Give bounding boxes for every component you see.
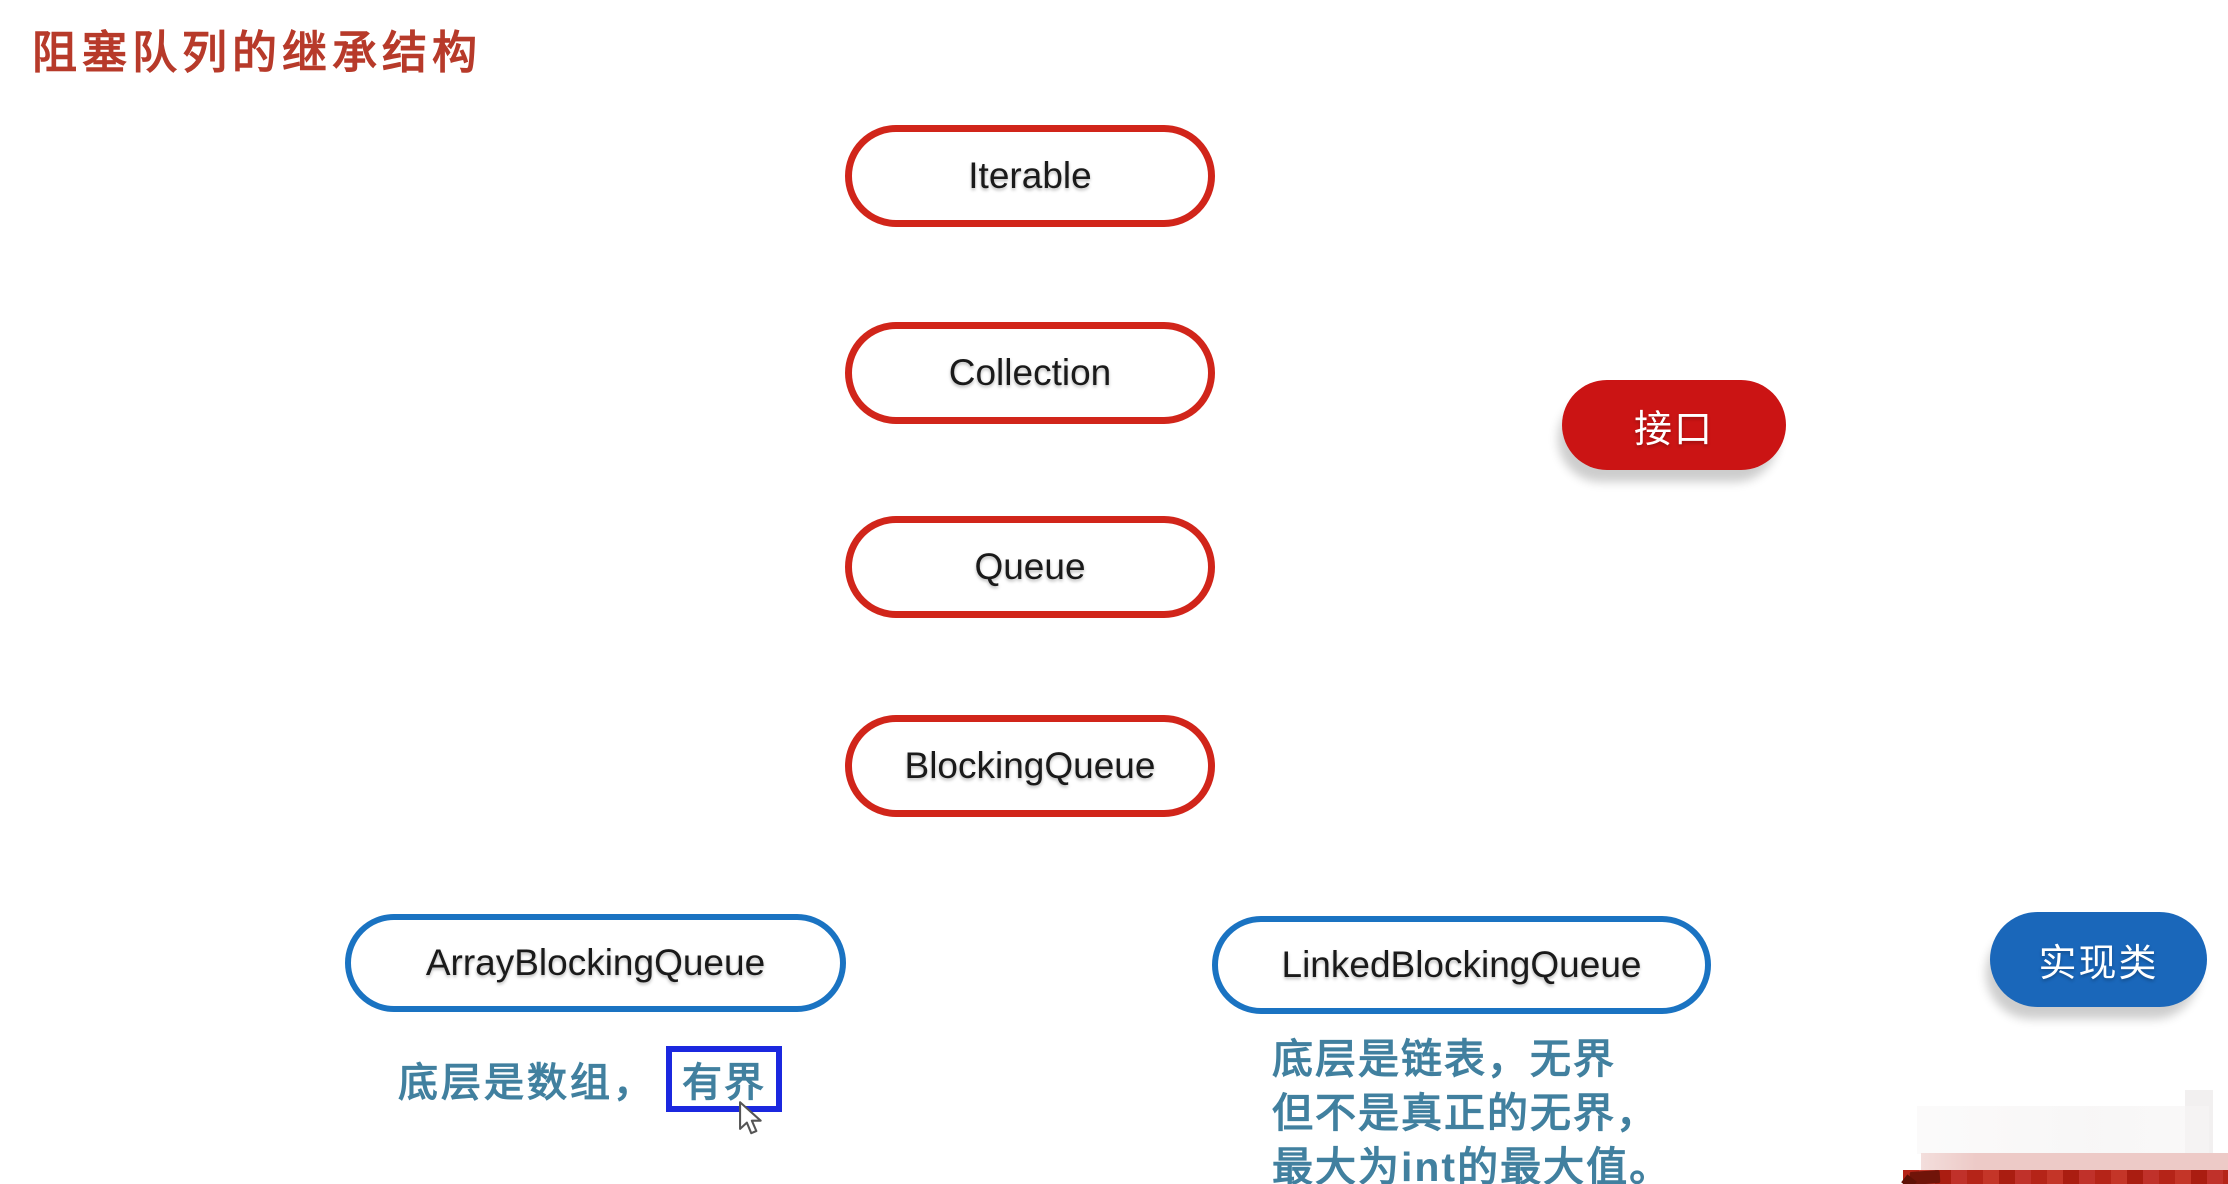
watermark-gray-band [1917, 1106, 2209, 1154]
watermark-pink-band [1921, 1153, 2228, 1171]
impl-pill-label: ArrayBlockingQueue [425, 942, 766, 983]
interface-legend-label: 接口 [1633, 408, 1714, 451]
array-note-text: 底层是数组， [398, 1061, 656, 1105]
interface-pill-label: Queue [974, 546, 1086, 587]
interface-pill-label: BlockingQueue [904, 745, 1156, 786]
impl-pill-label: LinkedBlockingQueue [1281, 944, 1642, 985]
interface-pill-queue: Queue [845, 516, 1215, 618]
linked-note-line-1: 底层是链表，无界 [1272, 1036, 1616, 1082]
array-note: 底层是数组， 有界 [398, 1046, 782, 1112]
interface-pill-blockingqueue: BlockingQueue [845, 715, 1215, 817]
linked-note-line-2: 但不是真正的无界， [1272, 1090, 1659, 1136]
page-title: 阻塞队列的继承结构 [32, 27, 483, 78]
watermark-red-band [1903, 1170, 2228, 1184]
interface-legend-badge: 接口 [1562, 380, 1786, 470]
interface-pill-label: Collection [948, 352, 1112, 393]
interface-pill-collection: Collection [845, 322, 1215, 424]
mouse-cursor-icon [739, 1101, 762, 1135]
interface-pill-iterable: Iterable [845, 125, 1215, 227]
impl-pill-arrayblockingqueue: ArrayBlockingQueue [345, 914, 846, 1012]
linked-note: 底层是链表，无界 但不是真正的无界， 最大为int的最大值。 [1272, 1032, 1672, 1184]
impl-legend-label: 实现类 [2038, 943, 2159, 985]
impl-pill-linkedblockingqueue: LinkedBlockingQueue [1212, 916, 1711, 1014]
linked-note-line-3: 最大为int的最大值。 [1272, 1144, 1673, 1184]
bounded-highlight-box: 有界 [666, 1046, 782, 1112]
impl-legend-badge: 实现类 [1990, 912, 2207, 1007]
interface-pill-label: Iterable [968, 155, 1092, 196]
bounded-highlight-text: 有界 [682, 1061, 766, 1105]
